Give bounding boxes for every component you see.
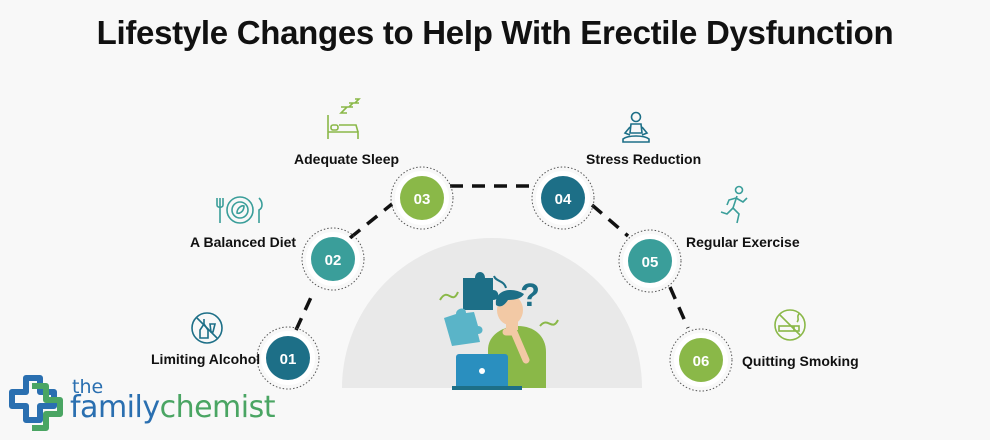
step-01-circle: 01 xyxy=(256,326,320,390)
logo-the: the xyxy=(72,376,104,398)
step-04-number: 04 xyxy=(555,191,572,208)
step-03-label: Adequate Sleep xyxy=(294,151,400,167)
step-03-circle: 03 xyxy=(390,166,454,230)
step-02-circle: 02 xyxy=(301,227,365,291)
puzzle-piece-icon xyxy=(463,272,499,310)
step-05-label: Regular Exercise xyxy=(686,234,800,250)
puzzle-piece-light-icon xyxy=(444,308,483,346)
step-05-number: 05 xyxy=(642,254,659,271)
plate-fork-knife-icon xyxy=(216,196,263,224)
running-person-icon xyxy=(720,185,748,224)
logo-chemist: chemist xyxy=(159,390,276,425)
step-05-circle: 05 xyxy=(618,229,682,293)
step-03-number: 03 xyxy=(414,191,431,208)
no-alcohol-icon xyxy=(191,312,223,344)
page-title: Lifestyle Changes to Help With Erectile … xyxy=(96,14,894,51)
dashed-arc xyxy=(294,184,690,331)
cross-logo-icon xyxy=(9,375,63,431)
semicircle-backdrop xyxy=(342,238,642,388)
step-02-label: A Balanced Diet xyxy=(190,234,297,250)
step-06-number: 06 xyxy=(693,353,710,370)
step-06-circle: 06 xyxy=(669,328,733,392)
step-04-circle: 04 xyxy=(531,166,595,230)
logo-family: family xyxy=(70,390,160,425)
step-01-label: Limiting Alcohol xyxy=(151,351,261,367)
step-01-number: 01 xyxy=(280,351,297,368)
meditation-icon xyxy=(622,111,650,143)
no-smoking-icon xyxy=(774,309,806,341)
question-mark-icon: ? xyxy=(520,277,540,313)
step-06-label: Quitting Smoking xyxy=(742,353,859,369)
step-04-label: Stress Reduction xyxy=(586,151,702,167)
bed-sleep-icon xyxy=(327,98,361,139)
logo-wordmark: familychemist xyxy=(70,390,276,425)
family-chemist-logo: the familychemist xyxy=(6,372,276,432)
step-02-number: 02 xyxy=(325,252,342,269)
thinking-person-illustration: ? xyxy=(439,272,559,390)
